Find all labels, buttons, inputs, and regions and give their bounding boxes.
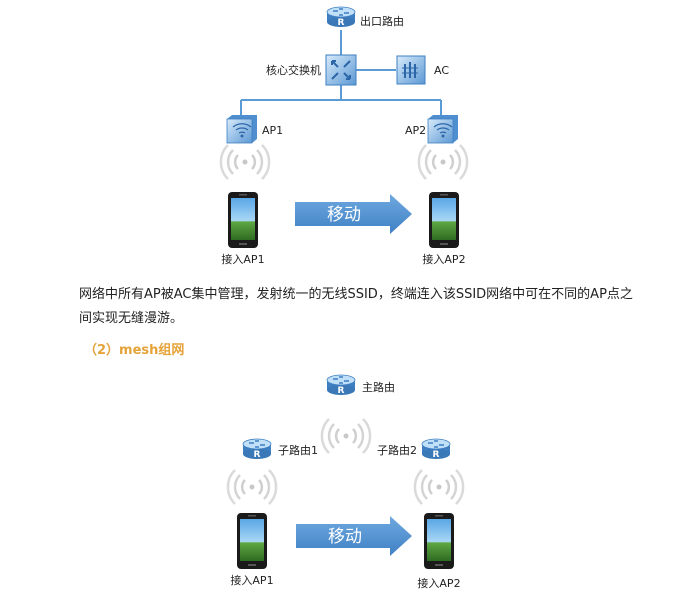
move-arrow: 移动 (295, 194, 412, 234)
wifi-signal-icon (417, 143, 469, 181)
main-router-icon (326, 374, 356, 397)
core-switch-icon (325, 54, 357, 86)
exit-router-label: 出口路由 (360, 14, 404, 28)
ap2-icon (427, 114, 459, 144)
wifi-signal-icon (413, 468, 465, 506)
sub-router1-icon (242, 438, 272, 461)
ap1-label: AP1 (262, 124, 283, 137)
diagram1-connections (240, 30, 442, 115)
core-switch-label: 核心交换机 (266, 63, 321, 77)
phone2-label: 接入AP2 (422, 253, 465, 266)
wifi-signal-icon (219, 143, 271, 181)
section-title: （2）mesh组网 (84, 343, 185, 358)
sub-router1-label: 子路由1 (278, 443, 318, 457)
sub-router2-icon (421, 438, 451, 461)
move-arrow: 移动 (296, 516, 412, 556)
ac-controller-icon (396, 55, 426, 85)
ap1-icon (226, 114, 258, 144)
ap2-label: AP2 (405, 124, 426, 137)
ac-label: AC (434, 64, 449, 77)
wifi-signal-icon (226, 468, 278, 506)
description-paragraph: 网络中所有AP被AC集中管理，发射统一的无线SSID，终端连入该SSID网络中可… (79, 287, 633, 326)
wifi-signal-icon (320, 417, 372, 455)
phone1-icon (228, 192, 258, 248)
phone2-icon (429, 192, 459, 248)
phone1-icon (237, 513, 267, 569)
exit-router-icon (326, 6, 356, 29)
phone1-label: 接入AP1 (230, 574, 273, 587)
phone1-label: 接入AP1 (221, 253, 264, 266)
phone2-label: 接入AP2 (417, 577, 460, 590)
move-arrow-label: 移动 (327, 205, 361, 225)
phone2-icon (424, 513, 454, 569)
main-router-label: 主路由 (362, 380, 395, 394)
move-arrow-label: 移动 (328, 527, 362, 547)
sub-router2-label: 子路由2 (377, 443, 417, 457)
